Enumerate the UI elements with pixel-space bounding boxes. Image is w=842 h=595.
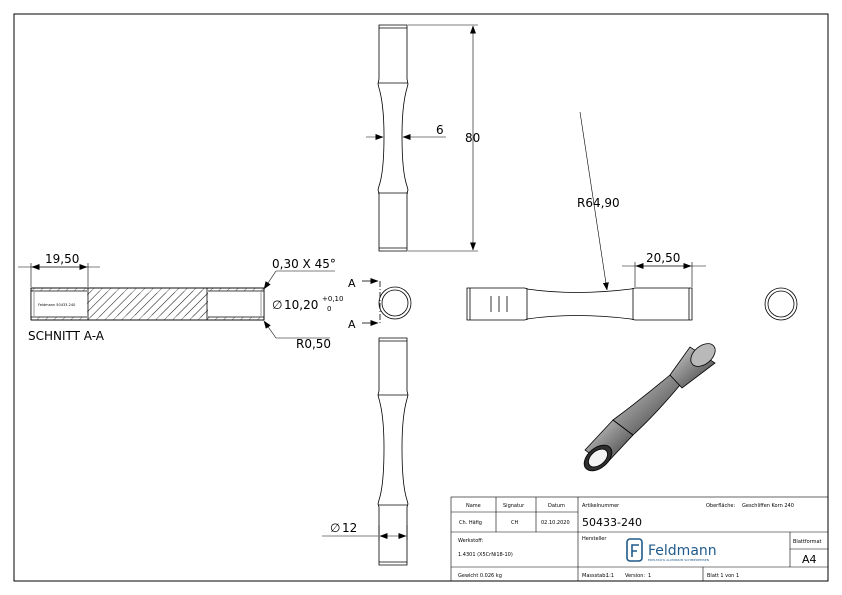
tb-date-label: Datum xyxy=(548,503,565,509)
dim-right-end xyxy=(622,262,706,287)
feldmann-logo-tagline: EDELSTAHL ALUMINIUM SCHMIEDEEISEN xyxy=(648,558,709,562)
dim-diameter-symbol-bore: ∅ xyxy=(272,298,282,312)
tb-article-value: 50433-240 xyxy=(582,516,642,529)
section-line-a xyxy=(362,278,381,326)
tb-material-label: Werkstoff: xyxy=(458,538,484,544)
tb-format-value: A4 xyxy=(802,553,817,566)
dim-fillet-label: R0,50 xyxy=(296,337,331,351)
tb-surface-label: Oberfläche: xyxy=(706,503,735,509)
tb-signature-label: Signatur xyxy=(503,503,525,509)
dim-6-label: 6 xyxy=(436,123,444,137)
tb-format-label: Blattformat xyxy=(793,539,822,545)
front-view xyxy=(466,287,693,321)
tb-version-value: 1 xyxy=(648,573,651,579)
title-block xyxy=(450,496,829,582)
feldmann-logo-text: Feldmann xyxy=(648,543,717,559)
dim-20-50-label: 20,50 xyxy=(646,251,680,265)
tb-manufacturer-label: Hersteller xyxy=(582,536,607,542)
dim-80-label: 80 xyxy=(465,131,480,145)
end-view-center xyxy=(378,286,412,320)
tb-signature-value: CH xyxy=(511,520,518,526)
dim-length-80 xyxy=(408,24,478,252)
tb-article-label: Artikelnummer xyxy=(582,503,620,509)
dim-tol-upper: +0,10 xyxy=(322,295,343,303)
feldmann-logo-mark xyxy=(626,538,643,562)
tb-scale-label: Massstab: xyxy=(582,573,607,579)
radius-leader xyxy=(579,111,609,291)
dim-19-50-label: 19,50 xyxy=(45,252,79,266)
feldmann-logo: Feldmann EDELSTAHL ALUMINIUM SCHMIEDEEIS… xyxy=(626,538,717,562)
fillet-callout xyxy=(263,320,330,339)
tb-scale-value: 1:1 xyxy=(606,573,614,579)
isometric-view xyxy=(583,343,716,472)
dim-tol-lower: 0 xyxy=(327,305,331,313)
dim-left-end xyxy=(18,263,100,287)
dim-chamfer-label: 0,30 X 45° xyxy=(272,257,336,271)
tb-name-value: Ch. Häfig xyxy=(459,520,482,526)
tb-version-label: Version: xyxy=(625,573,645,579)
section-a-a-view xyxy=(30,287,265,321)
tb-name-label: Name xyxy=(466,503,481,509)
tb-weight: Gewicht 0.026 kg xyxy=(458,573,502,579)
tb-date-value: 02.10.2020 xyxy=(541,520,570,526)
dim-10-20-label: 10,20 xyxy=(284,298,318,312)
dim-outer-diameter xyxy=(322,525,408,540)
tb-sheet-label: Blatt 1 von 1 xyxy=(707,573,739,579)
dim-12-label: 12 xyxy=(342,521,357,535)
section-engraving: Feldmann 50433-240 xyxy=(38,303,75,307)
top-view xyxy=(377,24,409,252)
dim-radius-label: R64,90 xyxy=(577,196,620,210)
chamfer-callout xyxy=(263,270,335,290)
sheet-border xyxy=(13,13,829,582)
dim-diameter-symbol-bottom: ∅ xyxy=(330,521,340,535)
tb-surface-value: Geschliffen Korn 240 xyxy=(742,503,794,509)
bottom-view xyxy=(377,337,409,566)
section-arrow-top-label: A xyxy=(348,277,356,290)
tb-material-value: 1.4301 (X5CrNi18-10) xyxy=(458,552,513,558)
section-arrow-bottom-label: A xyxy=(348,318,356,331)
end-view-right xyxy=(764,287,798,321)
section-title: SCHNITT A-A xyxy=(28,329,105,343)
